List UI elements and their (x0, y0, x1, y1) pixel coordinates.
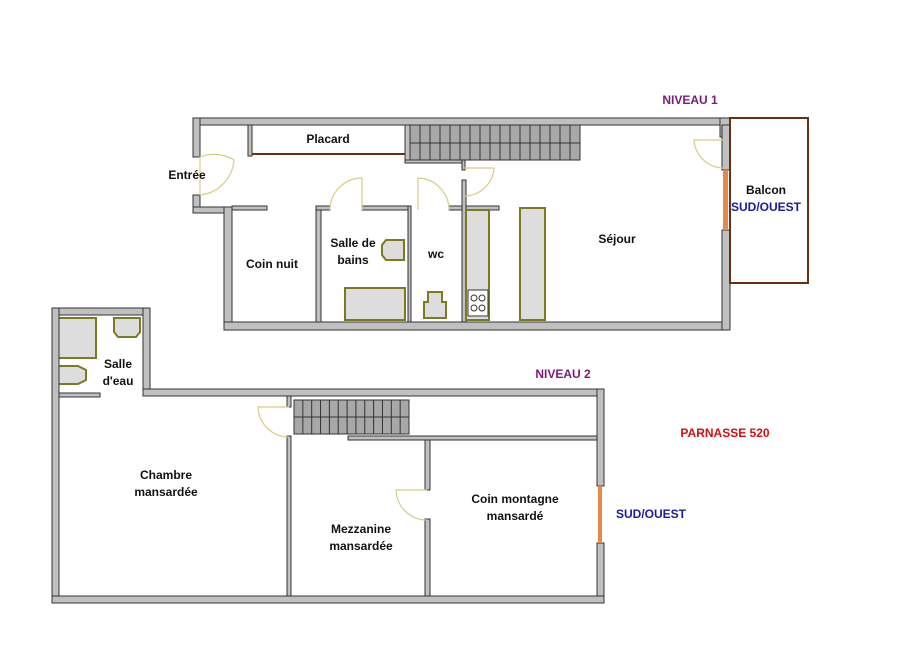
washbasin-icon (113, 317, 141, 338)
room-label-line: mansardé (486, 509, 544, 523)
level2-walls (51, 307, 605, 604)
room-label-line: mansardée (134, 485, 198, 499)
orientation-label: SUD/OUEST (730, 200, 802, 214)
balcony (729, 117, 809, 284)
room-sejour: Séjour (598, 232, 636, 246)
room-label-line: bains (337, 253, 369, 267)
level1-stairs (409, 124, 581, 161)
level1-walls (192, 117, 731, 331)
room-label-line: Mezzanine (330, 522, 391, 536)
sink-icon (381, 239, 405, 261)
room-entree: Entrée (168, 168, 206, 182)
toilet-icon-2 (57, 365, 87, 385)
doors-level2 (257, 406, 428, 521)
room-wc: wc (427, 247, 445, 261)
doors-level1 (199, 139, 725, 211)
room-coin-nuit: Coin nuit (246, 257, 298, 271)
room-salle-eau: Salle d'eau (103, 356, 134, 390)
room-label-line: d'eau (102, 374, 134, 388)
level1-title: NIVEAU 1 (662, 93, 718, 107)
room-label-line: Salle (103, 357, 133, 371)
room-coin-montagne: Coin montagne mansardé (471, 491, 558, 525)
orientation-level2: SUD/OUEST (615, 507, 687, 521)
room-label-line: Chambre (139, 468, 192, 482)
room-placard: Placard (306, 132, 350, 146)
room-chambre: Chambre mansardée (134, 467, 197, 501)
level2-title: NIVEAU 2 (535, 367, 591, 381)
level2-stairs (293, 399, 410, 435)
shower-icon (57, 317, 97, 359)
window-niveau2 (598, 486, 602, 543)
room-salle-de-bains: Salle de bains (330, 235, 375, 269)
stove-icon (467, 289, 489, 317)
building-name: PARNASSE 520 (680, 426, 770, 440)
room-label-line: Balcon (745, 183, 787, 197)
room-label-line: Salle de (330, 236, 376, 250)
kitchen-unit (519, 207, 546, 321)
room-label-line: Coin montagne (471, 492, 559, 506)
bathtub-icon (344, 287, 406, 321)
room-label-line: mansardée (329, 539, 393, 553)
toilet-icon (423, 291, 447, 319)
window-niveau1 (723, 170, 728, 230)
fixtures-level1 (57, 207, 546, 385)
room-mezzanine: Mezzanine mansardée (329, 521, 392, 555)
